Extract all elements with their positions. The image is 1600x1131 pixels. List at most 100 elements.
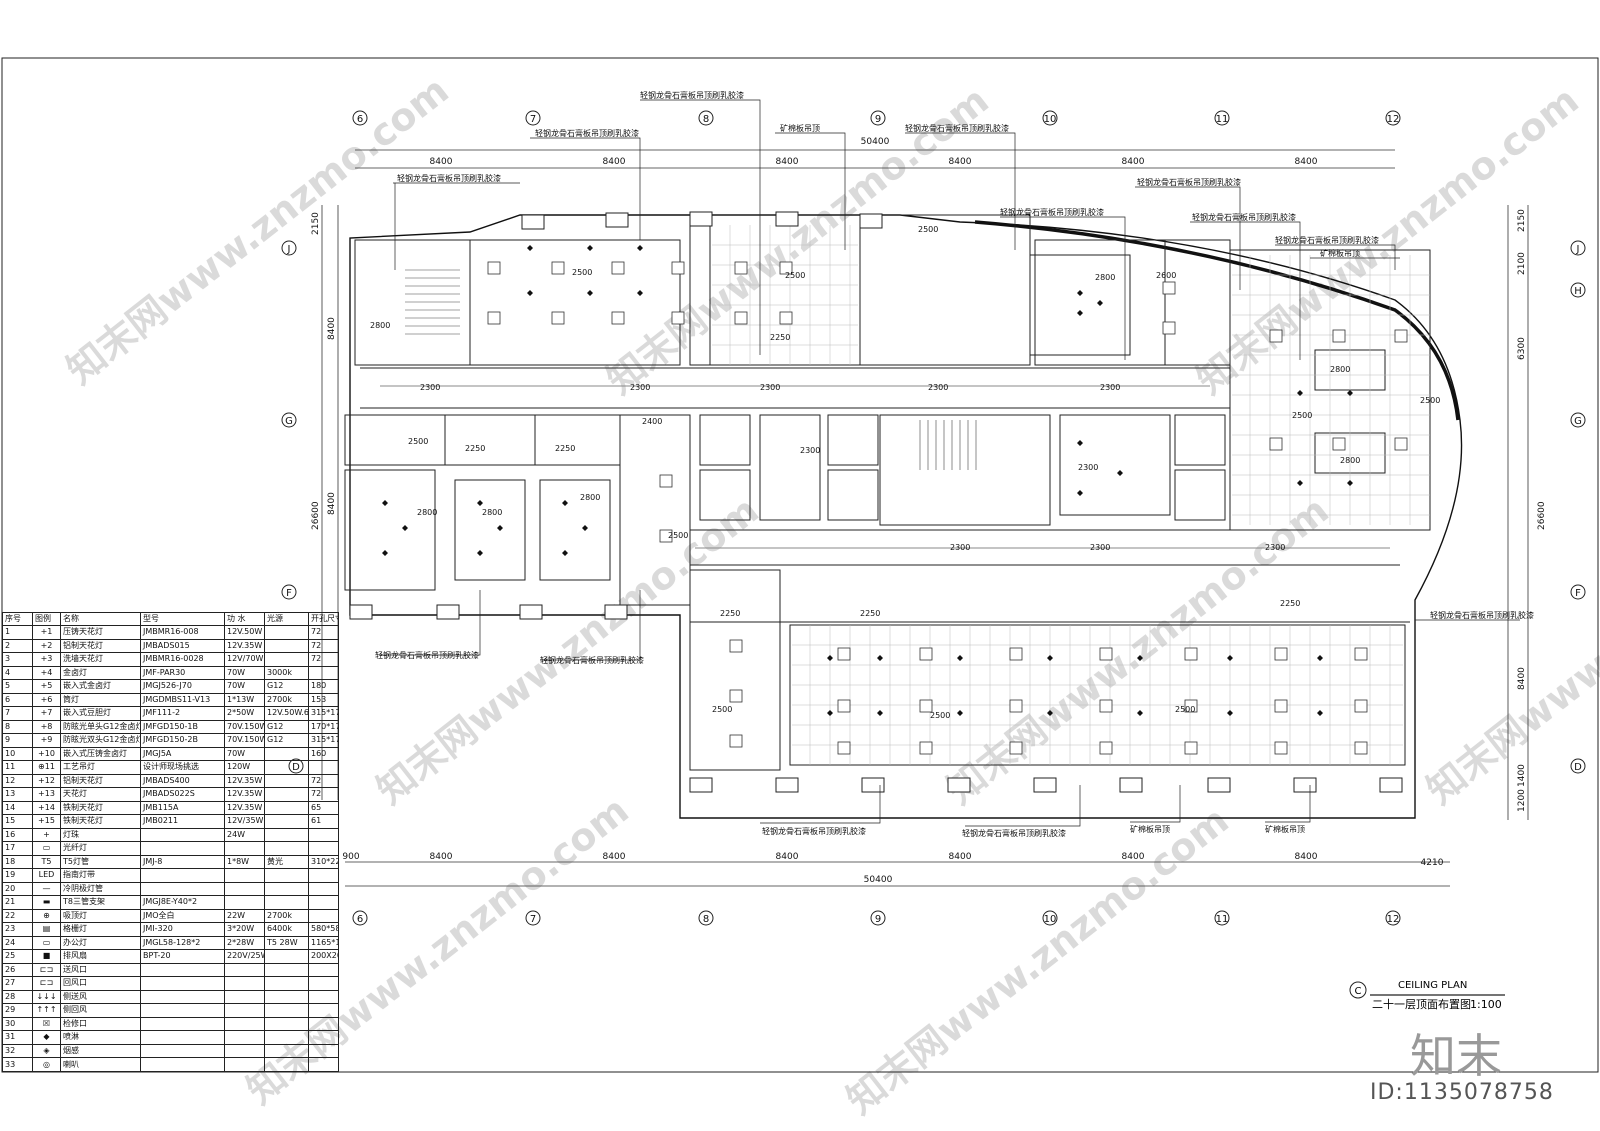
dim-top-total: 50400 xyxy=(861,137,890,147)
legend-cell: 22 xyxy=(2,908,33,923)
legend-header: 功 水 xyxy=(224,612,265,626)
callout-gypsum: 轻钢龙骨石膏板吊顶刷乳胶漆 xyxy=(762,826,866,836)
legend-cell: 黄光 xyxy=(264,854,309,869)
legend-cell: JMBMR16-008 xyxy=(140,625,225,640)
legend-cell: 2*50W xyxy=(224,706,265,721)
legend-cell xyxy=(224,962,265,977)
legend-cell: LED xyxy=(32,868,61,883)
svg-text:2250: 2250 xyxy=(1280,599,1300,608)
legend-cell: JMGJ526-J70 xyxy=(140,679,225,694)
callout-mineral: 矿棉板吊顶 xyxy=(780,123,820,133)
legend-cell: 办公灯 xyxy=(60,935,141,950)
legend-cell: 220V/25W xyxy=(224,949,265,964)
legend-cell: 洗墙天花灯 xyxy=(60,652,141,667)
legend-cell xyxy=(224,1016,265,1031)
legend-cell: 3000k xyxy=(264,665,309,680)
legend-cell xyxy=(264,746,309,761)
legend-cell: 315*170 xyxy=(308,733,339,748)
svg-text:2300: 2300 xyxy=(630,383,650,392)
legend-cell: + xyxy=(32,827,61,842)
legend-cell: 灯珠 xyxy=(60,827,141,842)
callout-gypsum: 轻钢龙骨石膏板吊顶刷乳胶漆 xyxy=(962,828,1066,838)
svg-text:G: G xyxy=(285,416,293,427)
svg-text:D: D xyxy=(1574,762,1582,773)
legend-cell xyxy=(264,652,309,667)
svg-text:2300: 2300 xyxy=(420,383,440,392)
legend-cell: 光纤灯 xyxy=(60,841,141,856)
legend-cell: 12 xyxy=(2,773,33,788)
svg-text:8400: 8400 xyxy=(1122,852,1145,862)
svg-text:2250: 2250 xyxy=(555,444,575,453)
axis-bubble: F xyxy=(281,584,297,600)
legend-row: 28↓↓↓侧送风 xyxy=(2,989,339,1004)
svg-text:2300: 2300 xyxy=(800,446,820,455)
legend-cell: JMJ-8 xyxy=(140,854,225,869)
legend-row: 26⊏⊐送风口 xyxy=(2,962,339,977)
legend-cell: 12V/70W xyxy=(224,652,265,667)
legend-cell: 580*580 xyxy=(308,922,339,937)
legend-cell: T8三管支架 xyxy=(60,895,141,910)
legend-cell: T5 28W xyxy=(264,935,309,950)
legend-cell: 70V.150W xyxy=(224,733,265,748)
svg-text:4210: 4210 xyxy=(1421,858,1444,868)
legend-cell: 9 xyxy=(2,733,33,748)
legend-row: 33◎喇叭 xyxy=(2,1057,339,1072)
axis-bubble: 7 xyxy=(525,910,541,926)
axis-bubble: 8 xyxy=(698,910,714,926)
legend-cell xyxy=(140,989,225,1004)
legend-cell: ■ xyxy=(32,949,61,964)
legend-cell: +1 xyxy=(32,625,61,640)
legend-row: 20—冷阴极灯管 xyxy=(2,881,339,896)
legend-cell: ↑↑↑ xyxy=(32,1003,61,1018)
side-dimension-texts: 2150 8400 8400 26600 2150 2100 6300 2660… xyxy=(311,209,1547,812)
axis-bubble: 7 xyxy=(525,110,541,126)
svg-text:8400: 8400 xyxy=(430,852,453,862)
svg-text:F: F xyxy=(1575,588,1581,599)
legend-cell xyxy=(264,638,309,653)
legend-cell: 筒灯 xyxy=(60,692,141,707)
legend-cell: 72 xyxy=(308,625,339,640)
legend-cell: 检修口 xyxy=(60,1016,141,1031)
svg-text:2150: 2150 xyxy=(311,212,321,235)
svg-text:2300: 2300 xyxy=(1078,463,1098,472)
legend-cell: 嵌入式豆胆灯 xyxy=(60,706,141,721)
svg-text:2600: 2600 xyxy=(1156,271,1176,280)
legend-cell xyxy=(264,989,309,1004)
legend-cell: T5灯管 xyxy=(60,854,141,869)
legend-cell: 72 xyxy=(308,652,339,667)
svg-text:C: C xyxy=(1355,986,1362,997)
legend-cell: +3 xyxy=(32,652,61,667)
legend-cell xyxy=(140,962,225,977)
legend-cell xyxy=(264,773,309,788)
svg-text:1200: 1200 xyxy=(1517,789,1527,812)
legend-cell: 铝制天花灯 xyxy=(60,773,141,788)
leader-lines xyxy=(380,99,1520,827)
svg-text:26600: 26600 xyxy=(1537,501,1547,530)
legend-cell xyxy=(140,1030,225,1045)
top-dimensions xyxy=(355,149,1395,169)
legend-cell: 4 xyxy=(2,665,33,680)
legend-cell: 23 xyxy=(2,922,33,937)
axis-bubble: 12 xyxy=(1385,910,1401,926)
legend-cell xyxy=(264,760,309,775)
bottom-dimension-texts: 900 8400 8400 8400 8400 8400 8400 4210 5… xyxy=(342,852,1443,885)
svg-text:1:100: 1:100 xyxy=(1470,998,1502,1011)
legend-cell: 32 xyxy=(2,1043,33,1058)
svg-text:2800: 2800 xyxy=(1095,273,1115,282)
legend-cell xyxy=(264,962,309,977)
grille-lights xyxy=(487,261,1408,755)
legend-cell: 14 xyxy=(2,800,33,815)
axis-bubble: F xyxy=(1570,584,1586,600)
svg-text:2250: 2250 xyxy=(720,609,740,618)
legend-cell xyxy=(308,760,339,775)
legend-cell: 格栅灯 xyxy=(60,922,141,937)
legend-cell: 铁制天花灯 xyxy=(60,814,141,829)
legend-cell xyxy=(308,1043,339,1058)
legend-cell: JMBADS400 xyxy=(140,773,225,788)
legend-cell: 冷阴极灯管 xyxy=(60,881,141,896)
axis-bubble: 11 xyxy=(1214,110,1230,126)
legend-row: 31◆喷淋 xyxy=(2,1030,339,1045)
legend-row: 32◈烟感 xyxy=(2,1043,339,1058)
